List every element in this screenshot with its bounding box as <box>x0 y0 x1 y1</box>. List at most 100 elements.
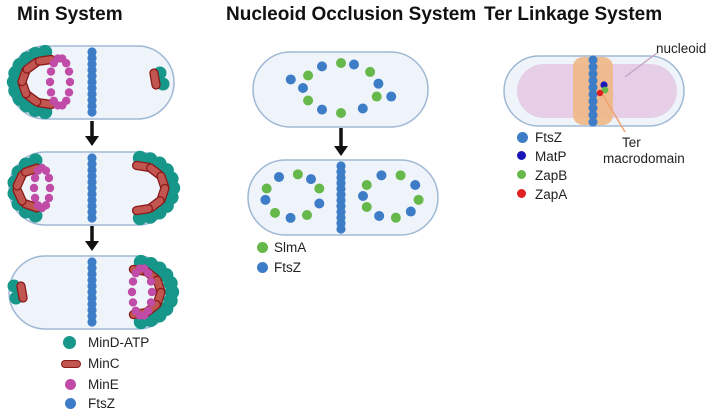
mine-dot <box>62 59 71 68</box>
slma-dot <box>336 108 346 118</box>
ftsz-dot <box>285 74 296 85</box>
zapb-legend-swatch <box>517 170 526 179</box>
slma-dot <box>361 180 372 190</box>
zapb-dot <box>601 86 609 94</box>
nucleoid-annotation: nucleoid <box>656 41 707 56</box>
ftsz-dot <box>87 213 97 223</box>
mine-dot <box>128 277 138 286</box>
mine-dot <box>33 201 43 210</box>
minc-polymer <box>149 68 161 90</box>
ftsz-dot <box>87 317 97 327</box>
mine-dot <box>147 287 157 297</box>
minc-legend-label: MinC <box>88 356 120 371</box>
slma-dot <box>390 212 401 223</box>
nucleoid-leader-line <box>624 52 658 78</box>
ftsz-dot <box>588 76 598 86</box>
ftsz-legend-swatch <box>257 262 268 273</box>
arrow-min-2 <box>85 226 99 251</box>
ftsz-dot <box>348 59 359 70</box>
ftsz-dot <box>317 61 327 72</box>
arrow-noc <box>334 128 348 156</box>
minc-segment <box>131 204 154 216</box>
zapa-dot <box>596 89 604 97</box>
arrow-head <box>85 241 99 251</box>
slma-dot <box>314 183 325 194</box>
mine-dot <box>127 287 137 297</box>
mine-dot <box>46 88 56 97</box>
ter-leader-line <box>602 94 626 133</box>
ftsz-dot <box>305 174 316 185</box>
ftsz-dot <box>260 194 271 205</box>
ftsz-dot <box>588 89 598 99</box>
minc-segment <box>149 68 161 90</box>
slma-dot <box>395 170 406 181</box>
minc-polymer <box>16 281 28 303</box>
slma-dot <box>292 169 303 180</box>
mine-dot <box>46 67 56 76</box>
ftsz-dot <box>274 171 284 182</box>
minc-legend-swatch <box>61 360 81 368</box>
mine-legend-label: MinE <box>88 377 119 392</box>
arrow-head <box>334 146 348 156</box>
ftsz-legend-swatch <box>65 398 76 409</box>
slma-dot <box>361 202 372 212</box>
noc-cell-1 <box>252 51 429 128</box>
ftsz-dot <box>374 210 385 221</box>
slma-legend-swatch <box>257 242 268 253</box>
mine-dot <box>44 173 54 183</box>
slma-dot <box>303 70 314 81</box>
ter-annotation-line1: Ter <box>622 135 641 150</box>
zapa-legend-swatch <box>517 189 526 198</box>
ftsz-dot <box>373 78 384 89</box>
mine-dot <box>29 183 39 193</box>
mine-dot <box>45 183 55 193</box>
ftsz-dot <box>588 83 598 93</box>
matp-legend-label: MatP <box>535 149 567 164</box>
mind-atp-dot <box>28 153 43 168</box>
nucleoid-occlusion-title: Nucleoid Occlusion System <box>226 4 477 25</box>
slma-dot <box>413 194 424 205</box>
ftsz-dot <box>588 69 598 79</box>
mine-legend-swatch <box>65 379 76 390</box>
mine-dot <box>128 298 138 307</box>
slma-legend-label: SlmA <box>274 240 307 255</box>
ftsz-dot <box>357 103 368 114</box>
ftsz-dot <box>358 191 368 201</box>
arrow-head <box>85 136 99 146</box>
mine-dot <box>44 193 54 203</box>
arrow-min-1 <box>85 121 99 146</box>
mine-dot <box>131 306 140 315</box>
ftsz-dot <box>376 170 387 181</box>
mine-dot <box>146 277 156 286</box>
mine-dot <box>64 88 74 97</box>
ftsz-legend-label: FtsZ <box>274 260 301 275</box>
ftsz-legend-label: FtsZ <box>88 396 115 411</box>
min-system-title: Min System <box>17 4 123 25</box>
mine-dot <box>49 96 58 105</box>
ftsz-dot <box>588 103 598 113</box>
matp-legend-swatch <box>517 151 526 160</box>
ftsz-dot <box>317 104 327 115</box>
ftsz-dot <box>314 198 325 209</box>
mine-dot <box>146 298 156 307</box>
mind-atp-legend-swatch <box>63 336 76 349</box>
slma-dot <box>261 183 272 194</box>
slma-dot <box>336 58 346 68</box>
ftsz-dot <box>386 91 397 102</box>
mine-dot <box>30 173 40 183</box>
slma-dot <box>371 91 382 102</box>
ftsz-legend-swatch <box>517 132 528 143</box>
mine-dot <box>65 77 75 87</box>
ftsz-dot <box>588 96 598 106</box>
ftsz-dot <box>87 107 97 117</box>
minc-segment <box>16 281 28 303</box>
ftsz-legend-label: FtsZ <box>535 130 562 145</box>
mine-dot <box>45 77 55 87</box>
ftsz-dot <box>298 83 308 93</box>
mind-atp-legend-label: MinD-ATP <box>88 335 150 350</box>
slma-dot <box>302 210 312 221</box>
ftsz-dot <box>588 117 598 127</box>
ter-linkage-title: Ter Linkage System <box>484 4 663 25</box>
